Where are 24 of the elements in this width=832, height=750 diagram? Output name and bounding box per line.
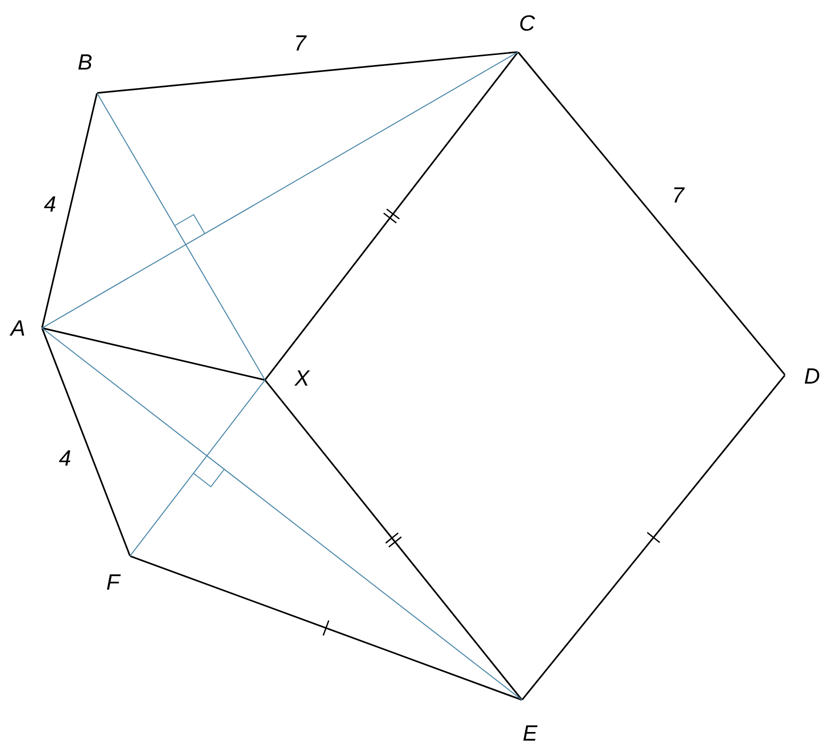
edge-label: 4 bbox=[59, 450, 70, 466]
edge-label: 7 bbox=[674, 187, 685, 203]
line-segment bbox=[522, 374, 786, 700]
point-label: D bbox=[804, 368, 820, 384]
point-label: B bbox=[78, 54, 92, 70]
point-label: C bbox=[520, 15, 536, 31]
line-segment bbox=[97, 51, 518, 94]
line-segment bbox=[42, 52, 518, 328]
point-label: A bbox=[10, 320, 24, 336]
point-label: F bbox=[106, 574, 121, 590]
edge-label: 7 bbox=[296, 35, 307, 51]
line-segment bbox=[130, 555, 522, 701]
line-segment bbox=[130, 380, 266, 556]
line-segment bbox=[518, 52, 786, 376]
line-segment bbox=[42, 328, 522, 700]
edge-label: 4 bbox=[44, 196, 56, 212]
line-segment bbox=[96, 92, 266, 380]
line-segment bbox=[264, 380, 522, 700]
line-segment bbox=[42, 327, 265, 381]
line-segment bbox=[264, 52, 518, 380]
line-segment bbox=[41, 93, 98, 328]
line-segment bbox=[41, 328, 131, 556]
point-label: X bbox=[294, 370, 310, 386]
point-label: E bbox=[523, 725, 538, 741]
